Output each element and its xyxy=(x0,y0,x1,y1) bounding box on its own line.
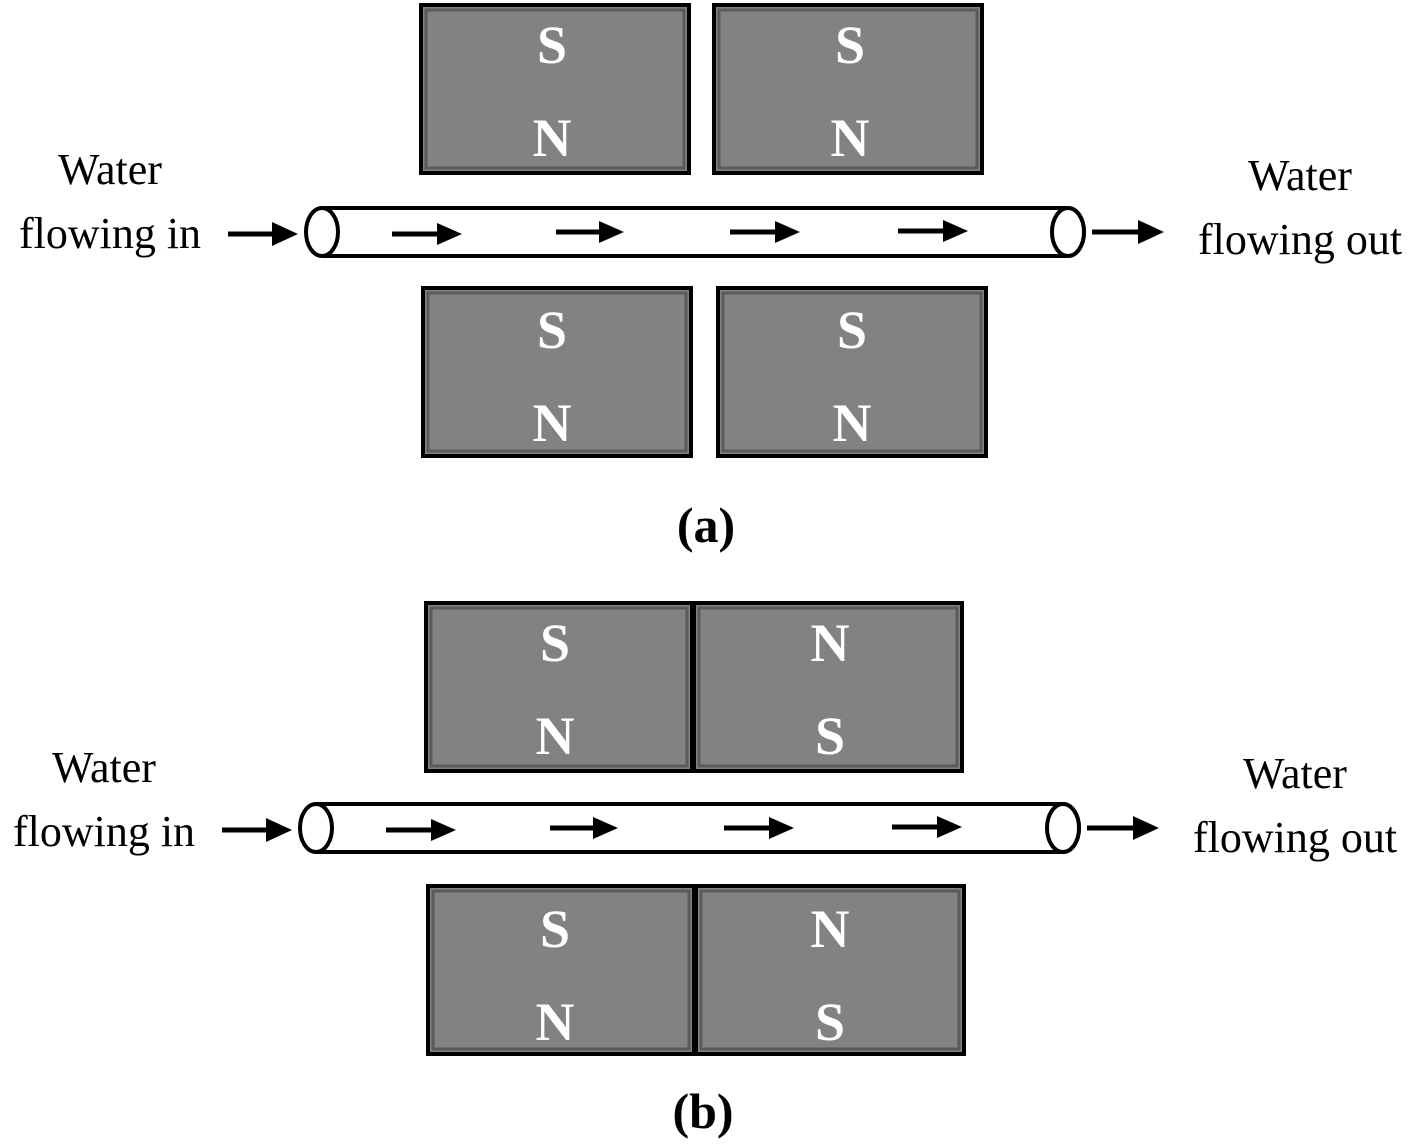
pole-label-upper: S xyxy=(540,899,570,959)
magnet-a-bottom-right: S N xyxy=(716,286,988,458)
outlet-label-line2: flowing out xyxy=(1193,813,1397,862)
pole-label-upper: S xyxy=(835,15,865,75)
pipe-outlet-opening xyxy=(1045,802,1081,854)
magnet-a-bottom-left: S N xyxy=(421,286,693,458)
inlet-label-line1: Water xyxy=(52,743,156,792)
pipe-a xyxy=(304,206,1086,258)
pole-label-upper: S xyxy=(837,300,867,360)
flow-arrow-icon xyxy=(724,817,794,839)
pole-label-lower: N xyxy=(533,108,572,168)
pole-label-upper: N xyxy=(811,899,850,959)
outlet-arrow-icon xyxy=(1092,220,1164,244)
magnet-b-bottom-right: N S xyxy=(694,884,966,1056)
pole-label-lower: N xyxy=(833,393,872,453)
magnet-a-top-right: S N xyxy=(712,3,984,175)
inlet-arrow-icon xyxy=(222,818,292,842)
panel-label-b: (b) xyxy=(672,1083,733,1139)
magnet-a-top-left: S N xyxy=(419,3,691,175)
flow-arrow-icon xyxy=(386,819,456,841)
outlet-label-line2: flowing out xyxy=(1198,215,1402,264)
flow-arrow-icon xyxy=(730,221,800,243)
pipe-inlet-opening xyxy=(304,206,340,258)
pole-label-upper: N xyxy=(811,613,850,673)
inlet-label-line1: Water xyxy=(58,145,162,194)
pole-label-lower: N xyxy=(536,992,575,1052)
flow-arrow-icon xyxy=(898,220,968,242)
outlet-label-line1: Water xyxy=(1248,151,1352,200)
magnet-b-bottom-left: S N xyxy=(426,884,696,1056)
pipe-b xyxy=(298,802,1081,854)
flow-arrow-icon xyxy=(892,816,962,838)
pole-label-lower: S xyxy=(815,992,845,1052)
pole-label-upper: S xyxy=(537,300,567,360)
flow-arrow-icon xyxy=(550,817,618,839)
panel-b: S N N S Water flowing in xyxy=(13,601,1397,1139)
magnet-b-top-right: N S xyxy=(692,601,964,773)
flow-arrow-icon xyxy=(556,221,624,243)
panel-a: S N S N Water flowing in xyxy=(19,3,1402,553)
outlet-arrow-icon xyxy=(1087,816,1159,840)
pole-label-upper: S xyxy=(537,15,567,75)
inlet-label-line2: flowing in xyxy=(19,209,201,258)
pole-label-lower: S xyxy=(815,706,845,766)
inlet-arrow-icon xyxy=(228,222,298,246)
pole-label-lower: N xyxy=(831,108,870,168)
pipe-inlet-opening xyxy=(298,802,334,854)
inlet-label-line2: flowing in xyxy=(13,807,195,856)
magnet-b-top-left: S N xyxy=(424,601,694,773)
pole-label-lower: N xyxy=(533,393,572,453)
pole-label-upper: S xyxy=(540,613,570,673)
pipe-outlet-opening xyxy=(1050,206,1086,258)
flow-arrow-icon xyxy=(392,223,462,245)
panel-label-a: (a) xyxy=(677,497,735,553)
pole-label-lower: N xyxy=(536,706,575,766)
outlet-label-line1: Water xyxy=(1243,749,1347,798)
